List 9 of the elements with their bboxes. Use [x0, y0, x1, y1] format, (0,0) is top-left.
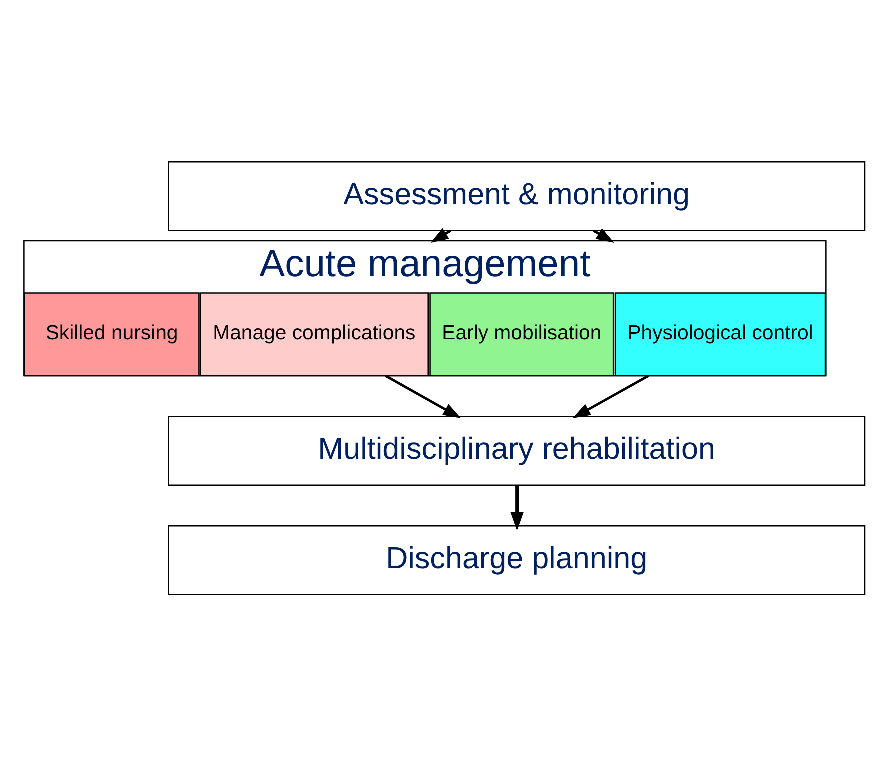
- node-box: Discharge planning: [168, 526, 866, 596]
- node-box: Manage complications: [200, 292, 429, 377]
- node-box: Multidisciplinary rehabilitation: [168, 416, 866, 486]
- arrow: [385, 374, 462, 418]
- arrow: [572, 374, 650, 418]
- node-box: Early mobilisation: [430, 292, 614, 377]
- node-box: Assessment & monitoring: [168, 161, 866, 232]
- node-box: Skilled nursing: [24, 292, 200, 377]
- node-box: Physiological control: [614, 292, 826, 377]
